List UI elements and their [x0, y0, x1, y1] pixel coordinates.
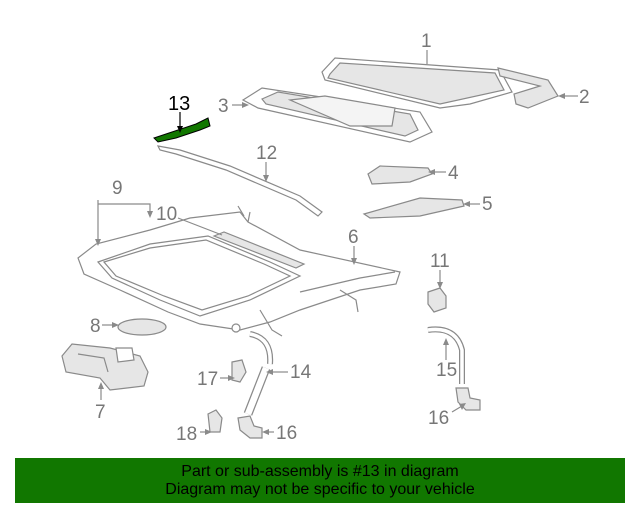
callout-8: 8: [90, 316, 101, 337]
info-banner: Part or sub-assembly is #13 in diagram D…: [15, 458, 625, 503]
part-10-guide-rail: [212, 231, 306, 269]
callout-16-left: 16: [276, 423, 297, 444]
callout-4: 4: [448, 163, 459, 184]
part-18-clip: [207, 409, 223, 433]
callout-6: 6: [348, 227, 359, 248]
callout-3: 3: [218, 96, 229, 117]
part-16-elbow-right: [455, 387, 481, 411]
banner-line-2: Diagram may not be specific to your vehi…: [165, 480, 475, 498]
parts-diagram: 1 2 3 13 12 4 5: [61, 31, 590, 445]
banner-line-1: Part or sub-assembly is #13 in diagram: [181, 462, 459, 480]
callout-13: 13: [168, 93, 190, 115]
callout-17: 17: [197, 369, 218, 390]
part-9-housing-frame: [77, 205, 401, 337]
part-4-bracket: [367, 165, 433, 185]
part-8-oval-cover: [117, 318, 167, 336]
callout-14: 14: [290, 362, 312, 383]
part-1-glass-panel: [321, 57, 513, 109]
callout-2: 2: [579, 87, 590, 108]
part-11-clip: [427, 287, 447, 313]
part-7-motor: [61, 343, 149, 391]
part-3-sunroof-frame: [241, 87, 433, 143]
callout-11: 11: [430, 251, 450, 272]
callout-5: 5: [482, 194, 493, 215]
callout-1: 1: [421, 31, 432, 52]
part-14-hose: [243, 331, 274, 416]
part-2-corner-seal: [497, 67, 559, 109]
callout-9: 9: [112, 178, 123, 199]
part-16-elbow-left: [237, 415, 263, 439]
part-5-plate: [362, 197, 465, 219]
callout-15: 15: [436, 360, 457, 381]
part-17-clamp: [231, 359, 247, 383]
part-15-drain-hose: [427, 326, 465, 384]
callout-12: 12: [256, 143, 277, 164]
callout-18: 18: [176, 424, 197, 445]
part-12-trim-strip: [156, 145, 323, 217]
part-13-wind-deflector: [153, 117, 211, 143]
callout-7: 7: [95, 402, 106, 423]
callout-16-right: 16: [428, 408, 449, 429]
callout-10: 10: [156, 204, 177, 225]
